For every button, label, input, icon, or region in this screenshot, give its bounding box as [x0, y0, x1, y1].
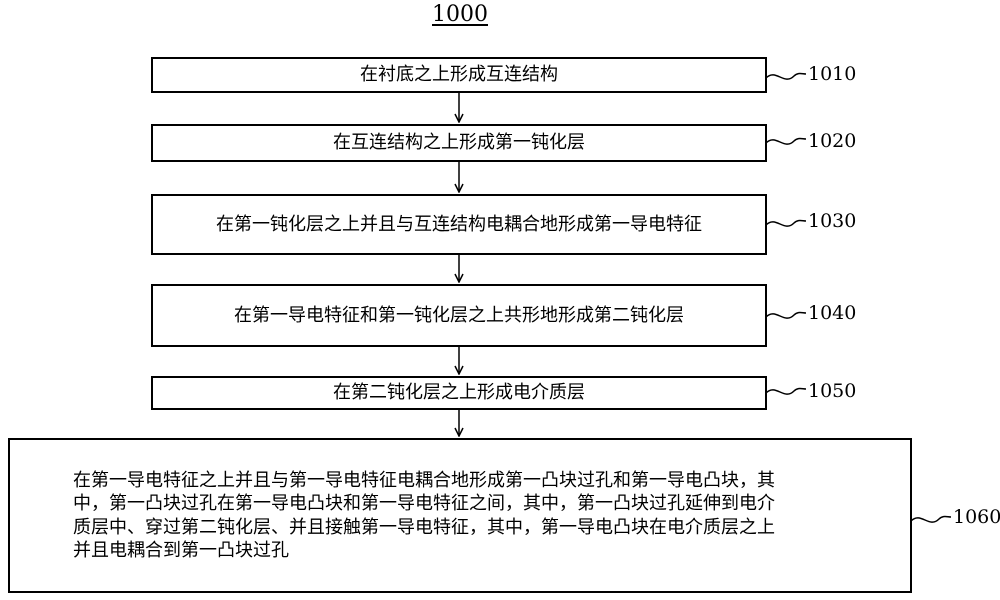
- step-box-1040: 在第一导电特征和第一钝化层之上共形地形成第二钝化层: [151, 284, 767, 347]
- leader-1020: [766, 139, 806, 145]
- step-box-1030: 在第一钝化层之上并且与互连结构电耦合地形成第一导电特征: [151, 194, 767, 255]
- step-text-1050: 在第二钝化层之上形成电介质层: [333, 381, 585, 404]
- leader-1050: [766, 389, 806, 395]
- step-text-1010: 在衬底之上形成互连结构: [360, 63, 558, 86]
- leader-1060: [911, 517, 951, 523]
- step-ref-1030: 1030: [808, 210, 856, 232]
- step-text-1030: 在第一钝化层之上并且与互连结构电耦合地形成第一导电特征: [216, 213, 702, 236]
- step-text-1060-line: 中，第一凸块过孔在第一导电凸块和第一导电特征之间，其中，第一凸块过孔延伸到电介: [73, 492, 823, 515]
- step-text-1060: 在第一导电特征之上并且与第一导电特征电耦合地形成第一凸块过孔和第一导电凸块，其 …: [73, 469, 823, 563]
- step-ref-1050: 1050: [808, 380, 856, 402]
- leader-1010: [766, 74, 806, 80]
- step-ref-1020: 1020: [808, 130, 856, 152]
- step-text-1020: 在互连结构之上形成第一钝化层: [333, 131, 585, 154]
- leader-1040: [766, 313, 806, 319]
- step-text-1060-line: 并且电耦合到第一凸块过孔: [73, 539, 823, 562]
- step-text-1060-line: 在第一导电特征之上并且与第一导电特征电耦合地形成第一凸块过孔和第一导电凸块，其: [73, 469, 823, 492]
- step-box-1010: 在衬底之上形成互连结构: [151, 57, 767, 93]
- step-box-1020: 在互连结构之上形成第一钝化层: [151, 124, 767, 162]
- step-ref-1060: 1060: [953, 506, 1000, 528]
- step-ref-1040: 1040: [808, 302, 856, 324]
- step-text-1040: 在第一导电特征和第一钝化层之上共形地形成第二钝化层: [234, 304, 684, 327]
- step-text-1060-line: 质层中、穿过第二钝化层、并且接触第一导电特征，其中，第一导电凸块在电介质层之上: [73, 516, 823, 539]
- step-box-1050: 在第二钝化层之上形成电介质层: [151, 376, 767, 410]
- step-ref-1010: 1010: [808, 63, 856, 85]
- step-box-1060: 在第一导电特征之上并且与第一导电特征电耦合地形成第一凸块过孔和第一导电凸块，其 …: [8, 438, 912, 593]
- leader-1030: [766, 221, 806, 227]
